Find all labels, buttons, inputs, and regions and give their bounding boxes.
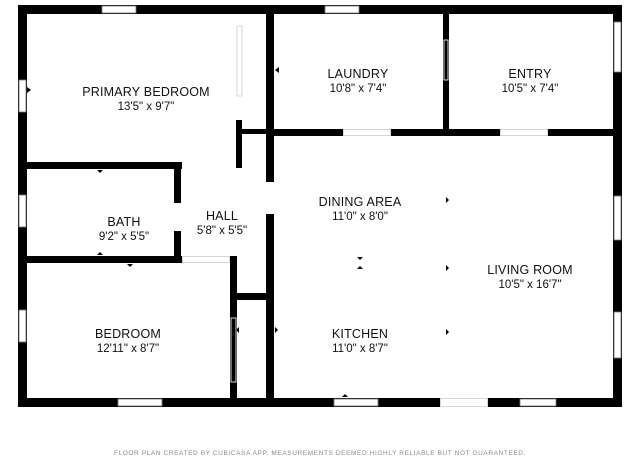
windows — [18, 5, 622, 407]
bath-name: BATH — [107, 215, 140, 229]
primary-bedroom-dims: 13'5" x 9'7" — [118, 101, 175, 113]
window-entry-right — [613, 21, 622, 73]
wall-bath-top — [27, 162, 182, 169]
bath-door-gap — [174, 203, 181, 231]
laundry-name: LAUNDRY — [328, 67, 389, 81]
markers — [27, 67, 449, 397]
laundry-dims: 10'8" x 7'4" — [330, 83, 387, 95]
window-kitchen — [333, 398, 379, 407]
window-living-right-1 — [613, 195, 622, 241]
entry-dims: 10'5" x 7'4" — [502, 83, 559, 95]
kitchen-name: KITCHEN — [332, 327, 388, 341]
wall-bedroom-closet — [230, 256, 237, 398]
hall-dining-door-gap — [266, 182, 274, 214]
laundry-closet-door — [443, 39, 449, 81]
entry-name: ENTRY — [508, 67, 552, 81]
window-living-right-2 — [613, 311, 622, 359]
bedroom-name: BEDROOM — [95, 327, 161, 341]
window-bedroom-bottom — [117, 398, 163, 407]
window-living-bottom — [519, 398, 557, 407]
bedroom-dims: 12'11" x 8'7" — [97, 343, 159, 355]
laundry-door — [343, 129, 391, 136]
door-openings — [174, 129, 548, 407]
footer-disclaimer: FLOOR PLAN CREATED BY CUBICASA APP. MEAS… — [114, 450, 526, 457]
laundry-door-gap — [343, 129, 391, 136]
wall-laundry-entry-bottom — [274, 129, 613, 136]
primary-closet-door — [236, 25, 243, 97]
wall-bath-bottom — [27, 256, 182, 263]
entry-door — [500, 129, 548, 136]
window-bedroom-left — [18, 309, 27, 343]
wall-bottom — [18, 398, 622, 407]
closet-doors — [230, 25, 449, 383]
window-bath — [18, 194, 27, 228]
bedroom-closet-door — [230, 317, 237, 383]
bath-dims: 9'2" x 5'5" — [99, 231, 149, 243]
primary-bedroom-name: PRIMARY BEDROOM — [82, 85, 210, 99]
wall-closet-stub — [240, 129, 266, 134]
dining-area-name: DINING AREA — [319, 195, 402, 209]
wall-laundry-entry-divider — [443, 14, 449, 129]
dining-area-dims: 11'0" x 8'0" — [332, 211, 388, 223]
front-door — [440, 398, 488, 407]
window-primary-bedroom — [101, 5, 137, 14]
front-door-gap — [440, 398, 488, 407]
hall-name: HALL — [206, 209, 238, 223]
kitchen-dims: 11'0" x 8'7" — [332, 343, 388, 355]
hall-bedroom-door-gap — [182, 256, 230, 263]
entry-door-gap — [500, 129, 548, 136]
window-primary-left — [18, 79, 27, 113]
wall-hall-closet — [237, 293, 266, 300]
bedroom-door — [182, 256, 230, 263]
living-room-name: LIVING ROOM — [487, 263, 573, 277]
wall-primary-closet — [236, 120, 242, 168]
living-room-dims: 10'5" x 16'7" — [498, 279, 561, 291]
window-laundry — [324, 5, 360, 14]
hall-dims: 5'8" x 5'5" — [197, 225, 247, 237]
wall-top — [18, 5, 622, 14]
room-labels: PRIMARY BEDROOM 13'5" x 9'7" LAUNDRY 10'… — [82, 67, 573, 355]
